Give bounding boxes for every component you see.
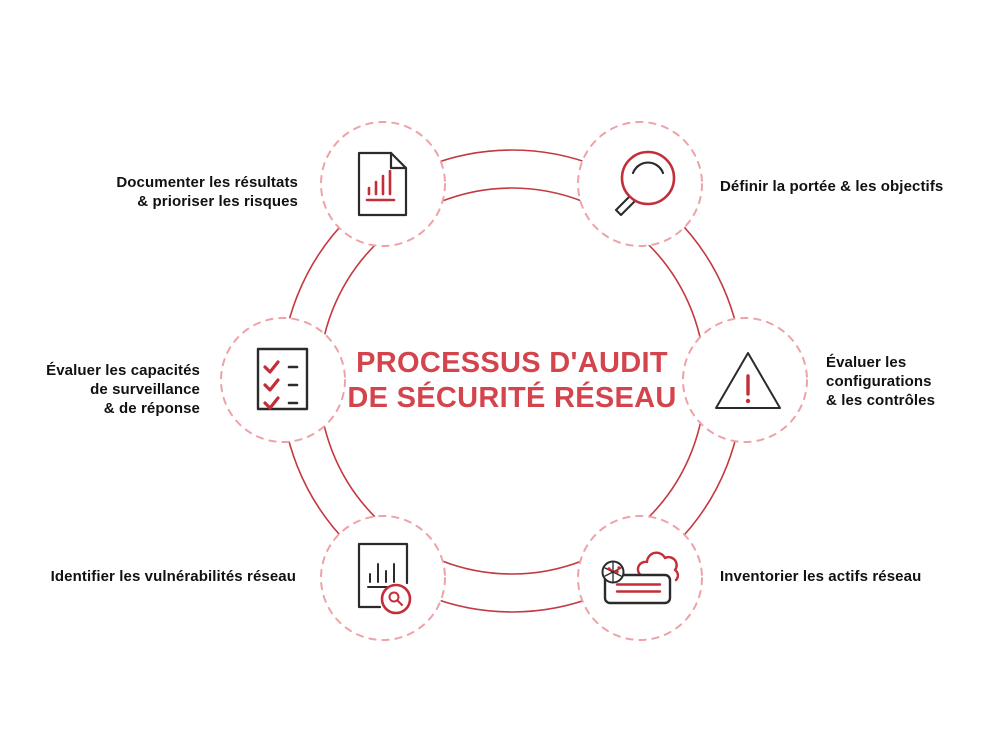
globe-node-dot: [607, 567, 611, 571]
exclamation-dot: [745, 398, 751, 404]
warning-triangle-icon: [715, 352, 781, 409]
document-chart-icon: [357, 151, 408, 217]
server-lines: [615, 583, 662, 593]
label-inventory-assets: Inventorier les actifs réseau: [720, 567, 980, 586]
label-define-scope: Définir la portée & les objectifs: [720, 177, 980, 196]
label-line: de surveillance: [90, 381, 200, 398]
checkmark-2: [263, 378, 280, 392]
checklist-board: [256, 347, 309, 411]
server-box: [603, 573, 672, 605]
label-line: Identifier les vulnérabilités réseau: [50, 568, 296, 585]
checkmark-3: [263, 396, 280, 410]
label-line: Inventorier les actifs réseau: [720, 568, 922, 585]
document-search-icon: [357, 542, 412, 615]
search-badge: [380, 583, 412, 615]
label-identify-vulnerabilities: Identifier les vulnérabilités réseau: [16, 567, 296, 586]
checklist-icon: [256, 347, 309, 411]
checklist-dashes: [287, 365, 299, 405]
search-badge-handle: [396, 599, 403, 606]
magnifier-lens: [620, 150, 676, 206]
label-line: & les contrôles: [826, 392, 936, 409]
label-line: Documenter les résultats: [116, 174, 298, 191]
title-line-1: PROCESSUS D'AUDIT: [356, 347, 668, 379]
label-evaluate-monitoring: Évaluer les capacités de surveillance & …: [0, 361, 200, 418]
diagram-title: PROCESSUS D'AUDIT DE SÉCURITÉ RÉSEAU: [287, 346, 737, 416]
globe-node-dot: [617, 566, 621, 570]
label-line: & prioriser les risques: [137, 193, 298, 210]
label-line: Évaluer les capacités: [46, 362, 200, 379]
magnifier-inner-arc: [631, 161, 665, 175]
label-line: & de réponse: [103, 400, 200, 417]
document-fold: [389, 151, 408, 170]
label-document-results: Documenter les résultats & prioriser les…: [48, 173, 298, 211]
cloud-outline: [636, 551, 680, 582]
checkmark-1: [263, 360, 280, 374]
label-line: Évaluer les: [826, 354, 907, 371]
label-line: configurations: [826, 373, 932, 390]
label-evaluate-configs: Évaluer les configurations & les contrôl…: [826, 353, 976, 410]
search-badge-lens: [388, 591, 400, 603]
bar-chart-bars: [367, 169, 392, 196]
network-assets-icon: [601, 551, 680, 605]
globe-node-dot: [615, 570, 619, 574]
title-line-2: DE SÉCURITÉ RÉSEAU: [347, 382, 677, 414]
magnifier-icon: [614, 150, 676, 217]
label-line: Définir la portée & les objectifs: [720, 178, 944, 195]
chart-lines: [369, 563, 395, 583]
